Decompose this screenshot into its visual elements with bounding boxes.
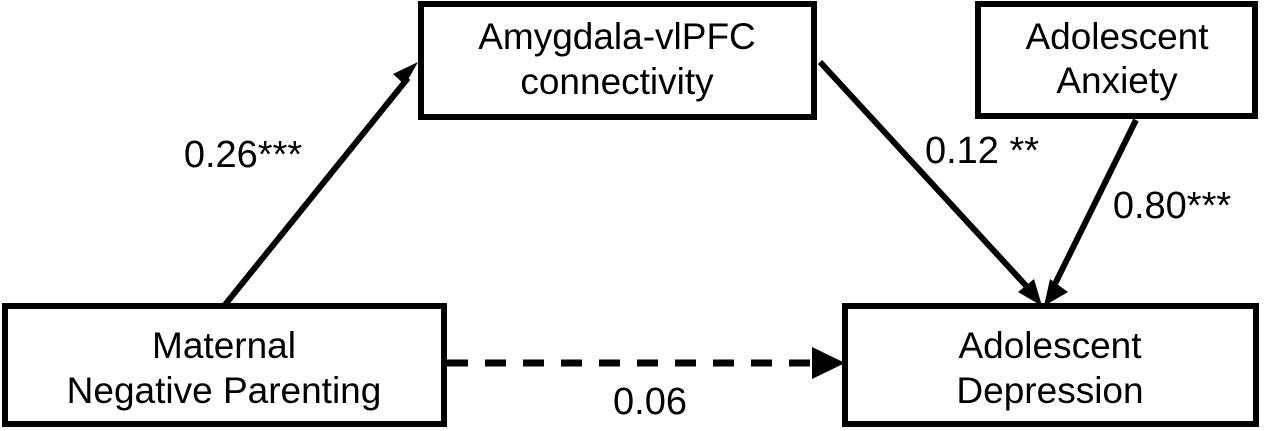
- edge-coefficient-connectivity-to-depression: 0.12 **: [925, 130, 1039, 172]
- node-label-maternal-negative-parenting-line2: Negative Parenting: [67, 370, 382, 411]
- node-adolescent-depression[interactable]: Adolescent Depression: [842, 303, 1259, 427]
- node-box-amygdala-vlpfc[interactable]: [418, 1, 817, 120]
- node-box-adolescent-anxiety[interactable]: [975, 1, 1258, 119]
- node-box-adolescent-depression[interactable]: [842, 303, 1259, 427]
- edge-line-connectivity-to-depression: [817, 59, 1033, 293]
- edge-parenting-to-depression: [447, 347, 845, 379]
- node-box-maternal-negative-parenting[interactable]: [2, 303, 447, 427]
- edge-anxiety-to-depression: [1044, 118, 1139, 306]
- node-label-adolescent-anxiety-line1: Adolescent: [1025, 16, 1209, 57]
- node-label-amygdala-vlpfc-line1: Amygdala-vlPFC: [478, 16, 756, 57]
- edge-connectivity-to-depression: [817, 59, 1042, 306]
- arrowhead-parenting-to-connectivity: [393, 62, 418, 85]
- edge-coefficient-parenting-to-connectivity: 0.26***: [184, 134, 303, 176]
- node-label-adolescent-anxiety-line2: Anxiety: [1056, 60, 1178, 101]
- node-label-adolescent-depression-line2: Depression: [956, 370, 1143, 411]
- edge-line-parenting-to-connectivity: [221, 76, 411, 308]
- arrowhead-connectivity-to-depression: [1018, 279, 1042, 306]
- arrowhead-anxiety-to-depression: [1044, 279, 1068, 306]
- edge-line-anxiety-to-depression: [1050, 118, 1139, 290]
- edge-coefficient-parenting-to-depression: 0.06: [613, 381, 687, 423]
- node-label-maternal-negative-parenting-line1: Maternal: [152, 325, 296, 366]
- node-label-amygdala-vlpfc-line2: connectivity: [520, 61, 714, 102]
- node-adolescent-anxiety[interactable]: Adolescent Anxiety: [975, 1, 1258, 119]
- arrowhead-parenting-to-depression: [812, 347, 845, 379]
- node-amygdala-vlpfc[interactable]: Amygdala-vlPFC connectivity: [418, 1, 817, 120]
- edge-parenting-to-connectivity: [221, 62, 418, 308]
- edge-coefficient-anxiety-to-depression: 0.80***: [1113, 185, 1232, 227]
- node-label-adolescent-depression-line1: Adolescent: [958, 325, 1142, 366]
- node-maternal-negative-parenting[interactable]: Maternal Negative Parenting: [2, 303, 447, 427]
